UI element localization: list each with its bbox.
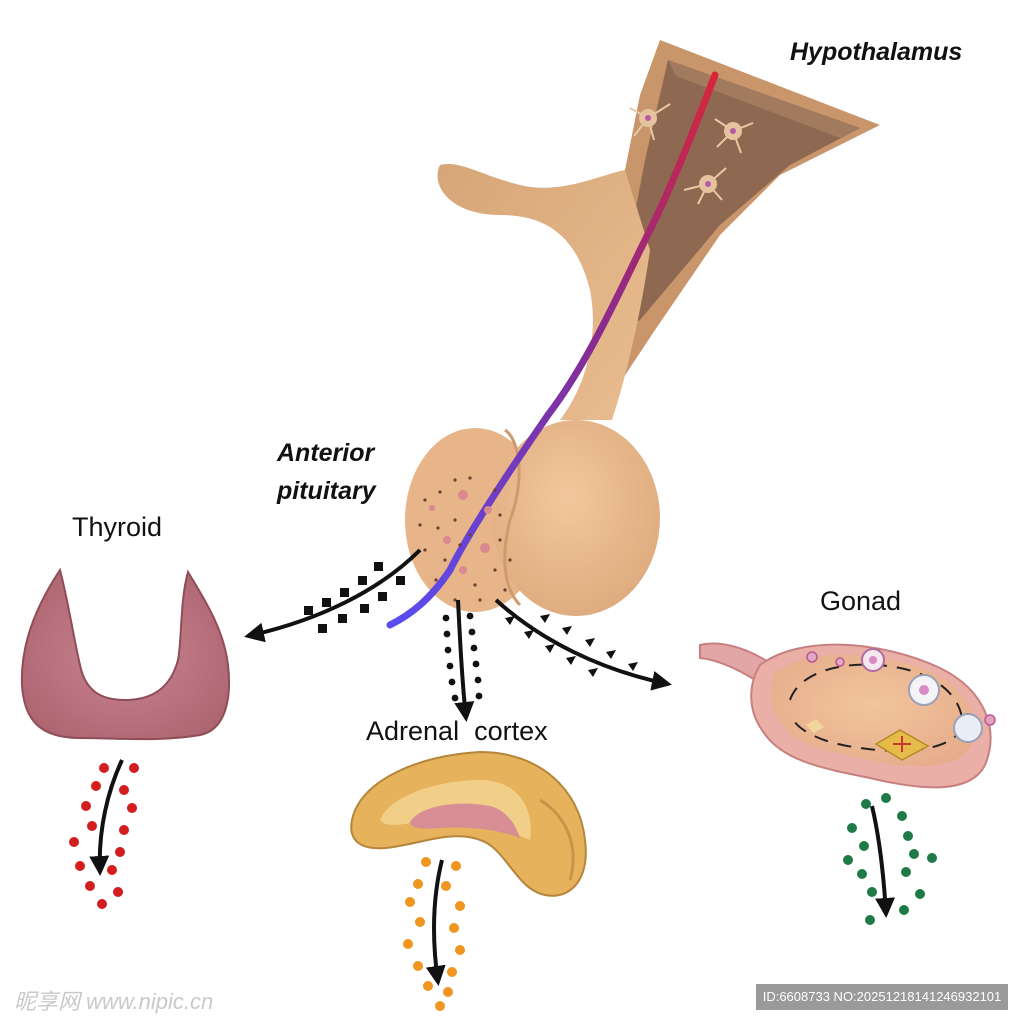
anterior-pituitary-label-line2: pituitary — [277, 477, 376, 505]
pituitary-secretory-cells — [418, 476, 512, 602]
anterior-pituitary-label: Anterior pituitary — [277, 434, 376, 510]
arrow-to-thyroid — [244, 548, 422, 643]
watermark-left: 昵享网 www.nipic.cn — [14, 989, 214, 1014]
pituitary-gland-illustration — [405, 420, 660, 616]
adrenal-cortex-illustration — [350, 750, 587, 897]
hypothalamus-label: Hypothalamus — [790, 38, 963, 66]
anterior-pituitary-label-line1: Anterior — [277, 439, 375, 467]
neuron-cells — [629, 103, 754, 205]
gonad-label: Gonad — [820, 586, 902, 616]
thyroid-output-arrow — [89, 759, 124, 876]
thyroid-hormone-dots — [69, 763, 139, 909]
adrenal-output-arrow — [425, 859, 446, 986]
hypothalamus-illustration — [598, 40, 880, 395]
thyroid-gland-illustration — [20, 567, 231, 741]
adrenal-hormone-dots — [403, 857, 465, 1011]
gonad-hormone-dots — [843, 793, 937, 925]
ovary-illustration — [699, 642, 996, 789]
thyroid-label: Thyroid — [72, 512, 163, 542]
portal-vessel — [386, 71, 719, 629]
arrow-to-adrenal — [442, 599, 483, 722]
pituitary-stalk — [437, 164, 650, 420]
arrow-to-gonad — [494, 598, 672, 691]
watermark-right: ID:6608733 NO:20251218141246932101 — [756, 984, 1008, 1010]
gonad-output-arrow — [870, 805, 896, 918]
adrenal-cortex-label: Adrenal cortex — [366, 716, 548, 746]
